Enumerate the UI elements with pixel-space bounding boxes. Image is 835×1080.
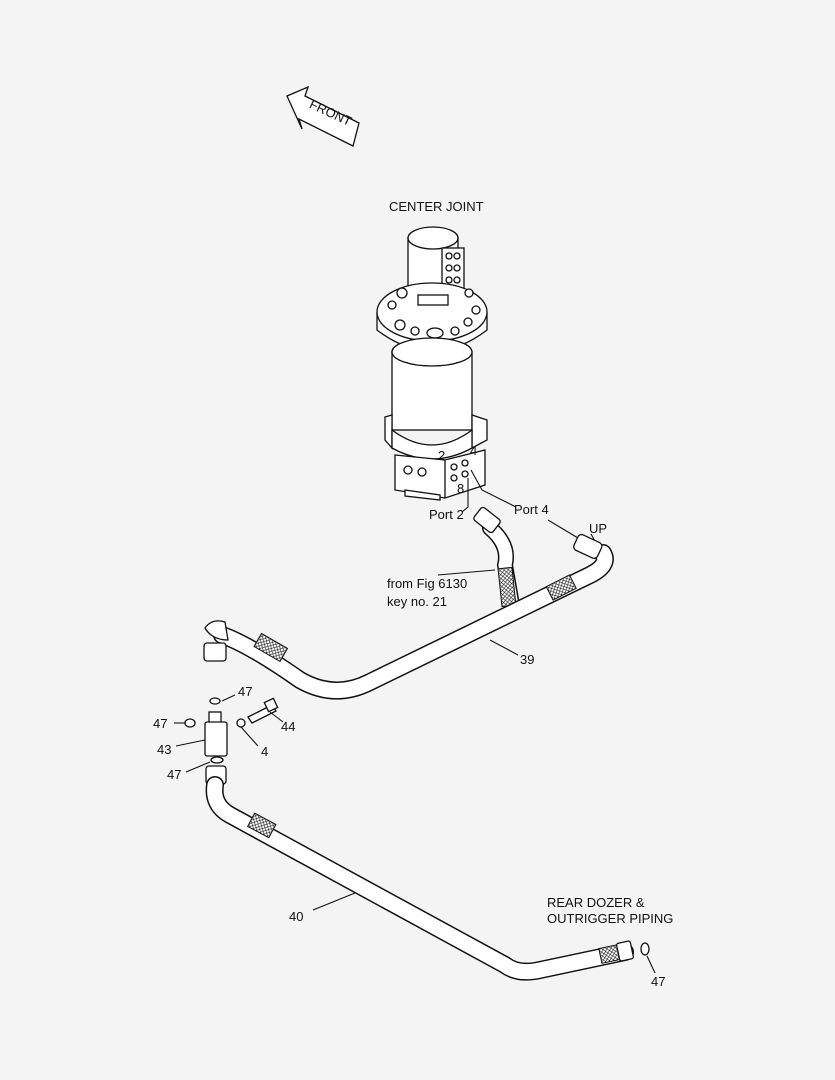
from-fig-label-1: from Fig 6130 (387, 576, 467, 591)
callout-40: 40 (289, 909, 303, 924)
callout-47-top: 47 (238, 684, 252, 699)
port2-leader (461, 478, 469, 513)
callout-4-leader (240, 726, 259, 747)
callout-47-left: 47 (153, 716, 167, 731)
port4-label: Port 4 (514, 502, 549, 517)
callout-47-top-leader (221, 694, 236, 702)
o-ring-47-right (640, 942, 650, 956)
callout-47-bottom-leader (185, 761, 211, 773)
port2-label: Port 2 (429, 507, 464, 522)
callout-39-leader (489, 639, 519, 656)
port8-number: 8 (457, 481, 464, 496)
from-fig-leader (437, 569, 496, 576)
callout-47-right-leader (646, 955, 656, 974)
callout-39: 39 (520, 652, 534, 667)
port4-number: 4 (470, 443, 477, 458)
hose-from-fig6130 (473, 506, 520, 613)
hose-39 (203, 533, 614, 700)
callout-44: 44 (281, 719, 295, 734)
hose-40 (205, 776, 650, 981)
port4-leader (470, 469, 517, 508)
o-ring-47-left (184, 718, 196, 728)
callout-47-right: 47 (651, 974, 665, 989)
rear-piping-label-2: OUTRIGGER PIPING (547, 911, 673, 926)
callout-47-bottom: 47 (167, 767, 181, 782)
callout-4: 4 (261, 744, 268, 759)
callout-40-leader (312, 892, 356, 911)
callout-43-leader (175, 739, 206, 747)
center-joint-assembly (376, 226, 488, 501)
from-fig-label-2: key no. 21 (387, 594, 447, 609)
port4-to-fitting-leader (547, 519, 579, 539)
port2-number: 2 (438, 448, 445, 463)
center-joint-label: CENTER JOINT (389, 199, 484, 214)
callout-44-leader (269, 711, 284, 723)
rear-piping-label-1: REAR DOZER & (547, 895, 645, 910)
callout-43: 43 (157, 742, 171, 757)
up-label: UP (589, 521, 607, 536)
washer-4 (236, 718, 246, 728)
front-arrow-icon: FRONT (286, 85, 360, 147)
